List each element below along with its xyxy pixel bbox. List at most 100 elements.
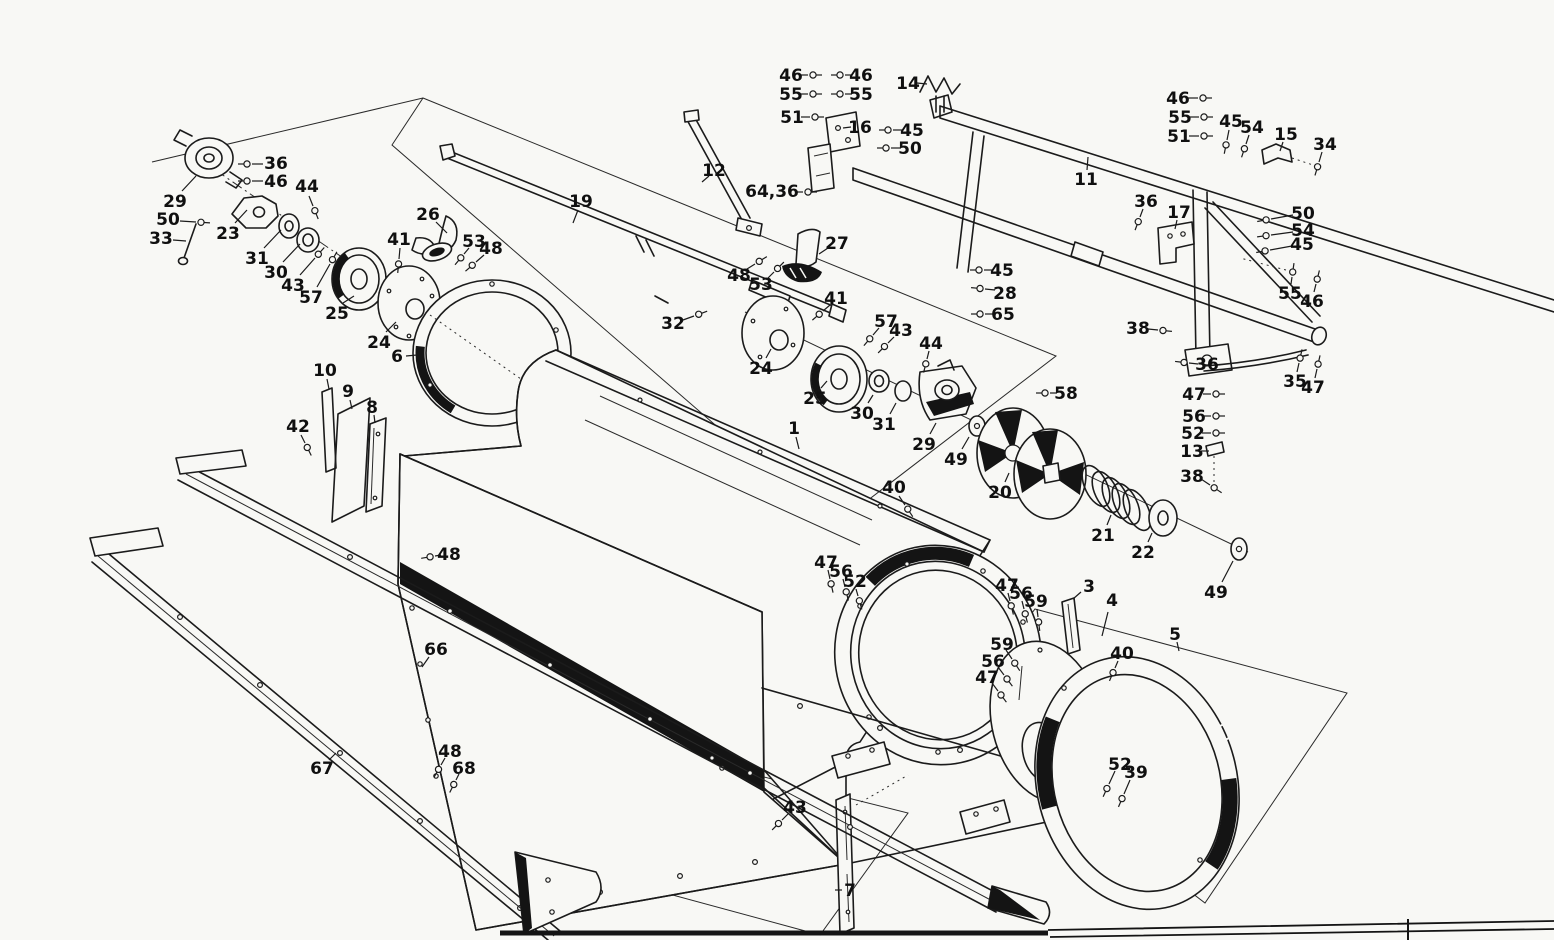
fastener-stem bbox=[1134, 224, 1138, 231]
part-label: 45 bbox=[1219, 112, 1243, 132]
fastener-stem bbox=[1292, 263, 1295, 270]
part-label: 31 bbox=[245, 249, 269, 269]
part-label: 40 bbox=[882, 478, 906, 498]
fastener-stem bbox=[1117, 801, 1122, 808]
fastener-stem bbox=[908, 511, 914, 517]
leader-line bbox=[898, 495, 906, 506]
part-label: 53 bbox=[749, 275, 773, 295]
part-label: 57 bbox=[299, 288, 323, 308]
leader-line bbox=[842, 126, 852, 129]
fastener-icon bbox=[1212, 390, 1220, 398]
fastener-stem bbox=[859, 603, 863, 610]
fastener-icon bbox=[303, 443, 311, 452]
fastener-icon bbox=[1199, 94, 1207, 102]
part-label: 54 bbox=[1240, 118, 1264, 138]
leader-line bbox=[1123, 779, 1131, 795]
right-drive-cluster bbox=[741, 295, 1248, 561]
leader-line bbox=[435, 221, 448, 234]
part-label: 45 bbox=[1290, 235, 1314, 255]
fastener-stem bbox=[863, 340, 869, 347]
leader-line bbox=[842, 578, 846, 588]
fastener-stem bbox=[1256, 250, 1263, 254]
part-label: 41 bbox=[387, 230, 411, 250]
leader-line bbox=[308, 195, 314, 207]
part-label: 30 bbox=[850, 404, 874, 424]
leader-line bbox=[349, 399, 353, 410]
leader-line bbox=[1174, 219, 1178, 230]
fastener-stem bbox=[761, 256, 768, 261]
skid-rails bbox=[89, 449, 1051, 940]
fastener-stem bbox=[308, 449, 312, 456]
part-label: 1 bbox=[788, 419, 800, 439]
part-label: 56 bbox=[1182, 407, 1206, 427]
fastener-icon bbox=[1007, 602, 1015, 610]
leader-line bbox=[1004, 472, 1010, 483]
fastener-icon bbox=[1200, 132, 1208, 140]
leader-line bbox=[1072, 591, 1082, 600]
fastener-icon bbox=[314, 250, 323, 258]
leader-line bbox=[1114, 660, 1119, 669]
fastener-icon bbox=[1212, 412, 1220, 420]
fastener-stem bbox=[397, 266, 399, 273]
fastener-stem bbox=[811, 315, 818, 321]
fastener-icon bbox=[755, 257, 763, 266]
part-label: 44 bbox=[295, 177, 319, 197]
fastener-stem bbox=[449, 786, 453, 793]
fastener-icon bbox=[1313, 163, 1322, 171]
part-label: 5 bbox=[1169, 625, 1181, 645]
leader-line bbox=[1279, 141, 1284, 152]
leader-line bbox=[1106, 514, 1112, 526]
leader-line bbox=[887, 336, 895, 344]
fastener-icon bbox=[976, 310, 984, 318]
fastener-stem bbox=[1011, 608, 1014, 615]
fastener-icon bbox=[328, 255, 337, 264]
leader-line bbox=[820, 380, 828, 389]
part-label: 31 bbox=[872, 415, 896, 435]
fastener-icon bbox=[434, 765, 443, 774]
part-label: 13 bbox=[1180, 442, 1204, 462]
fastener-stem bbox=[315, 213, 319, 220]
leader-line bbox=[282, 243, 301, 263]
part-label: 55 bbox=[1278, 284, 1302, 304]
fastener-icon bbox=[1200, 113, 1208, 121]
fastener-icon bbox=[311, 206, 319, 215]
part-label: 7 bbox=[844, 881, 856, 901]
leader-line bbox=[746, 263, 756, 270]
part-label: 47 bbox=[1182, 385, 1206, 405]
fastener-icon bbox=[855, 597, 864, 605]
part-label: 21 bbox=[1091, 526, 1115, 546]
leader-line bbox=[1036, 608, 1039, 618]
leader-line bbox=[1226, 129, 1230, 141]
leader-line bbox=[398, 247, 401, 260]
leader-line bbox=[475, 254, 485, 263]
part-label: 38 bbox=[1126, 319, 1150, 339]
fastener-stem bbox=[333, 251, 338, 258]
leader-line bbox=[1147, 532, 1153, 543]
leader-line bbox=[316, 263, 331, 288]
part-label: 59 bbox=[990, 635, 1014, 655]
fastener-icon bbox=[975, 266, 983, 274]
part-label: 23 bbox=[216, 224, 240, 244]
leader-line bbox=[991, 682, 999, 692]
leader-line bbox=[1005, 649, 1013, 660]
fastener-icon bbox=[1210, 484, 1218, 492]
part-label: 56 bbox=[981, 652, 1005, 672]
leader-line bbox=[997, 666, 1005, 676]
part-label: 29 bbox=[912, 435, 936, 455]
part-label: 46 bbox=[779, 66, 803, 86]
fastener-icon bbox=[882, 144, 890, 152]
spring-21 bbox=[1081, 464, 1152, 532]
fastener-icon bbox=[1134, 217, 1142, 226]
fastener-icon bbox=[243, 177, 251, 185]
part-label: 55 bbox=[779, 85, 803, 105]
fastener-icon bbox=[809, 90, 817, 98]
leader-line bbox=[172, 239, 187, 242]
fastener-icon bbox=[450, 780, 458, 789]
fastener-stem bbox=[1257, 219, 1264, 223]
part-label: 50 bbox=[156, 210, 180, 230]
part-label: 19 bbox=[569, 192, 593, 212]
fastener-icon bbox=[836, 71, 844, 79]
part-label: 49 bbox=[944, 450, 968, 470]
part-label: 67 bbox=[310, 759, 334, 779]
fastener-icon bbox=[1212, 429, 1220, 437]
